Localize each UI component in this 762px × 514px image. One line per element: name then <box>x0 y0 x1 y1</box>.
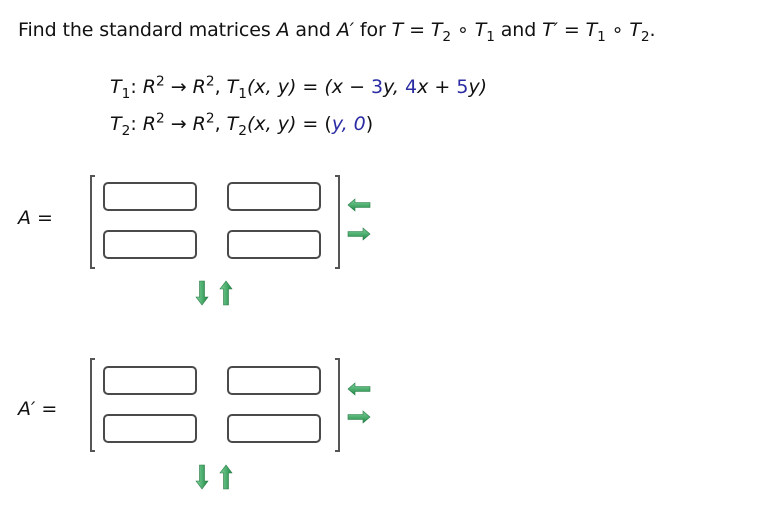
matrix-A-cell-1-2[interactable] <box>227 182 321 211</box>
remove-row-arrow-up-icon[interactable] <box>219 464 233 490</box>
rhs-part: x + <box>417 76 457 98</box>
matrix-A-label: A = <box>18 207 53 229</box>
maps-to-arrow-icon: → <box>164 76 193 98</box>
map-subscript: 2 <box>238 122 247 139</box>
coefficient: y, 0 <box>331 113 366 135</box>
coefficient: 5 <box>456 76 469 98</box>
compose-operator: ∘ <box>605 19 630 41</box>
matrix-A-symbol: A <box>276 19 290 41</box>
matrix-A-prime-cell-2-2[interactable] <box>227 414 321 443</box>
subscript: 1 <box>597 28 606 45</box>
matrix-A-prime-symbol: A′ <box>336 19 354 41</box>
add-column-arrow-right-icon[interactable] <box>347 227 371 241</box>
equals: = <box>296 113 325 135</box>
remove-row-arrow-up-icon[interactable] <box>219 280 233 306</box>
domain: R <box>142 76 156 98</box>
colon: : <box>130 113 143 135</box>
add-row-arrow-down-icon[interactable] <box>195 464 209 490</box>
comma: , <box>214 113 227 135</box>
right-bracket <box>335 358 340 452</box>
T-symbol: T <box>391 19 404 41</box>
left-bracket <box>90 358 95 452</box>
matrix-A-prime-label: A′ = <box>18 398 57 420</box>
question-and: and <box>494 19 543 41</box>
rhs-part: y, <box>383 76 405 98</box>
question-and: and <box>289 19 337 41</box>
matrix-A-prime-cell-2-1[interactable] <box>103 414 197 443</box>
domain-exponent: 2 <box>155 73 165 90</box>
matrix-A-cell-1-1[interactable] <box>103 182 197 211</box>
matrix-A-cell-2-2[interactable] <box>227 230 321 259</box>
matrix-A-cell-2-1[interactable] <box>103 230 197 259</box>
comma: , <box>214 76 227 98</box>
codomain: R <box>192 113 206 135</box>
codomain: R <box>192 76 206 98</box>
map-name: T <box>110 113 122 135</box>
T2-symbol: T <box>430 19 443 41</box>
remove-column-arrow-left-icon[interactable] <box>347 198 371 212</box>
map-subscript: 1 <box>238 85 247 102</box>
rhs-part: ) <box>365 113 374 135</box>
equals: = <box>296 76 325 98</box>
map-name: T <box>226 113 239 135</box>
matrix-A-prime-cell-1-2[interactable] <box>227 366 321 395</box>
T1-symbol: T <box>474 19 487 41</box>
codomain-exponent: 2 <box>205 110 215 127</box>
matrix-A <box>90 175 340 269</box>
matrix-A-prime <box>90 358 340 452</box>
question-for: for <box>353 19 392 41</box>
coefficient: 4 <box>405 76 418 98</box>
rhs-part: ( <box>324 113 332 135</box>
T-prime-symbol: T′ <box>542 19 558 41</box>
subscript: 2 <box>442 28 451 45</box>
T1-symbol: T <box>585 19 598 41</box>
matrix-A-prime-cell-1-1[interactable] <box>103 366 197 395</box>
definition-T1: T1: R2 → R2, T1(x, y) = (x − 3y, 4x + 5y… <box>110 73 488 101</box>
period: . <box>649 19 656 41</box>
equals: = <box>31 207 53 229</box>
map-subscript: 1 <box>121 85 131 102</box>
map-name: T <box>226 76 239 98</box>
T2-symbol: T <box>629 19 641 41</box>
subscript: 2 <box>640 28 650 45</box>
map-subscript: 2 <box>121 122 131 139</box>
add-row-arrow-down-icon[interactable] <box>195 280 209 306</box>
left-bracket <box>90 175 95 269</box>
codomain-exponent: 2 <box>205 73 215 90</box>
rhs-part: y) <box>468 76 488 98</box>
matrix-symbol: A′ <box>18 398 36 420</box>
compose-operator: ∘ <box>451 19 475 41</box>
equals: = <box>557 19 586 41</box>
question-text: Find the standard matrices A and A′ for … <box>18 19 656 44</box>
rhs-part: (x − <box>324 76 372 98</box>
equals: = <box>35 398 58 420</box>
coefficient: 3 <box>371 76 384 98</box>
maps-to-arrow-icon: → <box>164 113 193 135</box>
equals: = <box>403 19 431 41</box>
domain: R <box>142 113 156 135</box>
matrix-symbol: A <box>18 207 31 229</box>
domain-exponent: 2 <box>155 110 165 127</box>
definition-T2: T2: R2 → R2, T2(x, y) = (y, 0) <box>110 110 374 138</box>
question-prefix: Find the standard matrices <box>18 19 277 41</box>
map-args: (x, y) <box>246 76 297 98</box>
subscript: 1 <box>486 28 495 45</box>
right-bracket <box>335 175 340 269</box>
map-name: T <box>110 76 122 98</box>
add-column-arrow-right-icon[interactable] <box>347 410 371 424</box>
map-args: (x, y) <box>246 113 297 135</box>
colon: : <box>130 76 143 98</box>
remove-column-arrow-left-icon[interactable] <box>347 382 371 396</box>
